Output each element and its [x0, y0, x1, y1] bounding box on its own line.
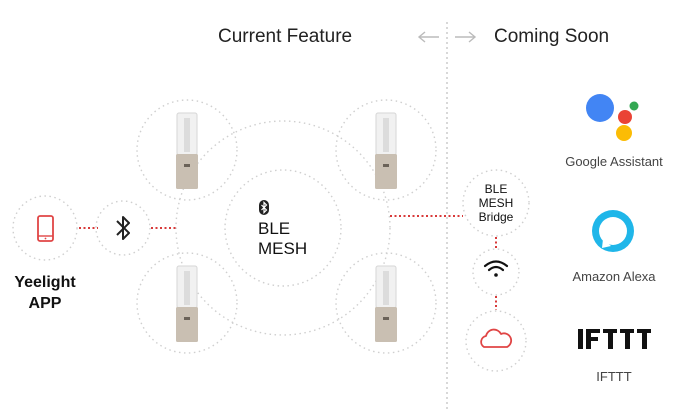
bridge-label-line2: MESH	[478, 196, 514, 210]
wifi-icon	[483, 260, 509, 277]
alexa-icon	[592, 210, 634, 252]
bridge-label-line1: BLE	[484, 182, 508, 196]
mesh-ring	[175, 120, 391, 336]
direction-arrows	[417, 31, 477, 43]
ifttt-icon	[578, 329, 651, 349]
hub-bluetooth-icon	[259, 200, 269, 215]
lamp-icon-top-right	[375, 112, 397, 189]
lamp-icon-bottom-right	[375, 265, 397, 342]
bridge-circle	[462, 169, 530, 237]
hub-label-line2: MESH	[258, 239, 308, 258]
hub-circle	[224, 169, 342, 287]
lamp-circle-top-left	[136, 99, 238, 201]
amazon-alexa-label: Amazon Alexa	[572, 269, 656, 284]
cloud-circle	[465, 310, 527, 372]
current-feature-heading: Current Feature	[218, 26, 353, 47]
bluetooth-circle	[95, 200, 151, 256]
lamp-icon-bottom-left	[176, 265, 198, 342]
google-assistant-label: Google Assistant	[565, 154, 663, 169]
coming-soon-heading: Coming Soon	[494, 26, 610, 47]
bluetooth-icon	[116, 216, 130, 240]
google-assistant-icon	[586, 94, 639, 141]
lamp-icon-top-left	[176, 112, 198, 189]
lamp-circle-bottom-right	[335, 252, 437, 354]
lamp-circle-top-right	[335, 99, 437, 201]
app-label-line1: Yeelight	[14, 274, 76, 291]
phone-circle	[12, 195, 78, 261]
lamp-circle-bottom-left	[136, 252, 238, 354]
wifi-circle	[472, 248, 520, 296]
phone-icon	[37, 215, 54, 242]
cloud-icon	[480, 328, 513, 348]
ifttt-label: IFTTT	[596, 369, 632, 384]
app-label-line2: APP	[28, 295, 62, 312]
bridge-label-line3: Bridge	[478, 210, 514, 224]
hub-label-line1: BLE	[258, 219, 291, 238]
